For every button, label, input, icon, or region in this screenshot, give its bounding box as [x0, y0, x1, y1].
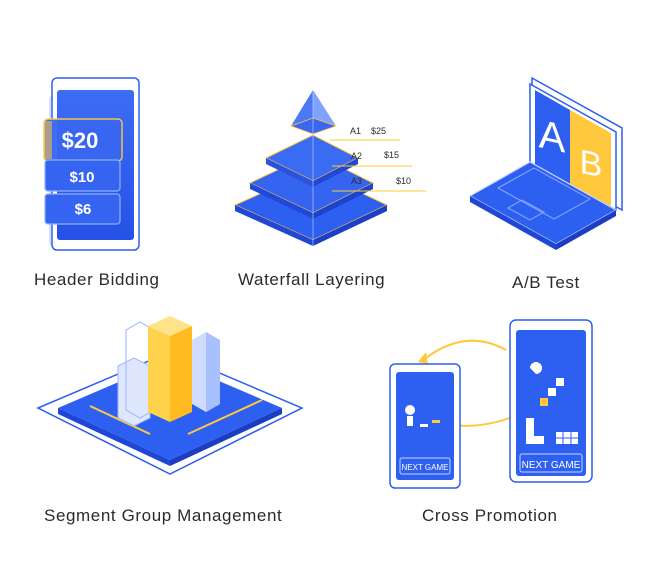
bid-2: $10: [69, 169, 94, 186]
laptop-ab-icon: A B: [468, 76, 623, 250]
layer-3-label: A3: [351, 176, 362, 186]
caption-header-bidding: Header Bidding: [34, 270, 160, 289]
pyramid-layers-icon: A1 $25 A2 $15 A3 $10: [233, 90, 426, 246]
right-next-game-button: NEXT GAME: [522, 460, 581, 471]
letter-b: B: [580, 143, 603, 185]
feature-segment-group-management: Segment Group Management: [0, 300, 330, 572]
layer-1-price: $25: [371, 126, 386, 136]
feature-ab-test: A B A/B Test: [440, 0, 662, 300]
caption-ab-test: A/B Test: [512, 273, 580, 292]
caption-cross-promotion: Cross Promotion: [422, 506, 558, 525]
bid-1: $20: [62, 128, 99, 153]
layer-3-price: $10: [396, 176, 411, 186]
feature-waterfall-layering: A1 $25 A2 $15 A3 $10 Waterfall Layering: [220, 0, 440, 300]
isometric-bars-platform-icon: [36, 316, 304, 475]
letter-a: A: [539, 110, 566, 161]
caption-segment-group-management: Segment Group Management: [44, 506, 283, 525]
layer-2-price: $15: [384, 150, 399, 160]
caption-waterfall-layering: Waterfall Layering: [238, 270, 386, 289]
two-phones-cross-promotion-icon: NEXT GAME NEXT GAME: [389, 319, 593, 489]
tablet-price-bids-icon: $20 $10 $6: [43, 77, 140, 251]
layer-1-label: A1: [350, 126, 361, 136]
bid-3: $6: [75, 201, 92, 218]
left-next-game-button: NEXT GAME: [402, 463, 449, 472]
feature-header-bidding: $20 $10 $6 Header Bidding: [0, 0, 220, 300]
feature-cross-promotion: NEXT GAME NEXT GAME Cross Promotion: [330, 300, 662, 572]
layer-2-label: A2: [351, 151, 362, 161]
